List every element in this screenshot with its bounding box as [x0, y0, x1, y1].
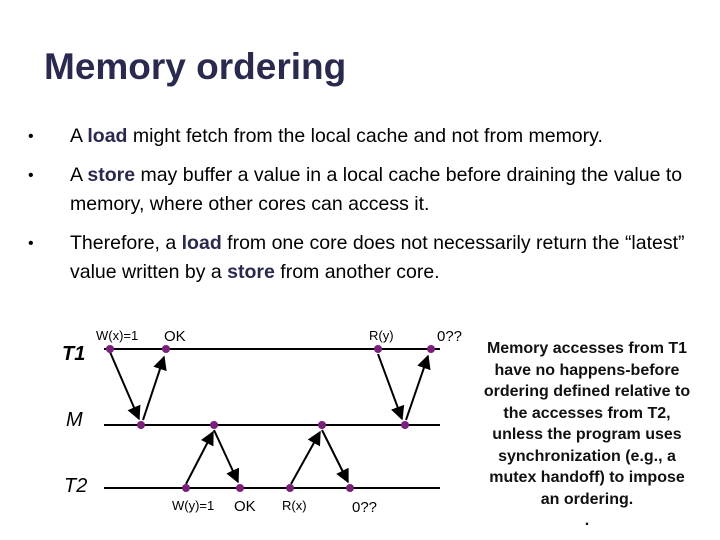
- t1-ok-label: OK: [164, 328, 186, 345]
- bullet-list: • A load might fetch from the local cach…: [28, 122, 708, 297]
- t1-store-label: W(x)=1: [96, 328, 138, 343]
- t1-store-dot: [106, 345, 114, 353]
- t2-store-dot: [182, 484, 190, 492]
- t2-ok-label: OK: [234, 498, 256, 515]
- m-dot: [137, 421, 145, 429]
- event-dots: [106, 345, 435, 492]
- bullet-2: • A store may buffer a value in a local …: [28, 161, 708, 219]
- m-dot: [210, 421, 218, 429]
- bullet-3: • Therefore, a load from one core does n…: [28, 229, 708, 287]
- t1-load-label: R(y): [369, 328, 394, 343]
- bullet-dot: •: [28, 128, 34, 145]
- explanation-note: Memory accesses from T1 have no happens-…: [483, 340, 691, 529]
- keyword-happens-before: happens-before: [559, 361, 680, 379]
- keyword-store: store: [87, 164, 136, 186]
- lane-label-t2: T2: [64, 475, 87, 497]
- note-trailer: .: [584, 512, 590, 529]
- lane-label-t1: T1: [62, 343, 85, 365]
- t2-load-label: R(x): [282, 498, 307, 513]
- t1-load-arrow: [377, 353, 405, 421]
- keyword-load: load: [181, 232, 222, 254]
- keyword-store: store: [227, 261, 275, 283]
- t2-value-arrow: [321, 429, 349, 484]
- bullet-dot: •: [28, 167, 34, 184]
- bullet-dot: •: [28, 235, 34, 252]
- t2-ack-arrow: [213, 429, 240, 484]
- t1-store-arrow: [109, 351, 141, 421]
- t2-load-arrow: [290, 430, 321, 485]
- t2-store-label: W(y)=1: [172, 498, 214, 513]
- t2-ok-dot: [236, 484, 244, 492]
- lane-label-m: M: [66, 409, 83, 431]
- t1-ack-arrow: [142, 355, 167, 421]
- t2-result-label: 0??: [352, 499, 377, 516]
- t1-result-dot: [427, 345, 435, 353]
- m-dot: [401, 421, 409, 429]
- keyword-load: load: [87, 125, 128, 147]
- m-dot: [318, 421, 326, 429]
- t1-result-label: 0??: [437, 328, 462, 345]
- t2-result-dot: [346, 484, 354, 492]
- t1-value-arrow: [405, 354, 431, 421]
- t2-load-dot: [286, 484, 294, 492]
- t1-load-dot: [374, 345, 382, 353]
- slide-title: Memory ordering: [44, 46, 347, 87]
- t1-ok-dot: [162, 345, 170, 353]
- t2-store-arrow: [185, 430, 214, 485]
- bullet-1: • A load might fetch from the local cach…: [28, 122, 708, 151]
